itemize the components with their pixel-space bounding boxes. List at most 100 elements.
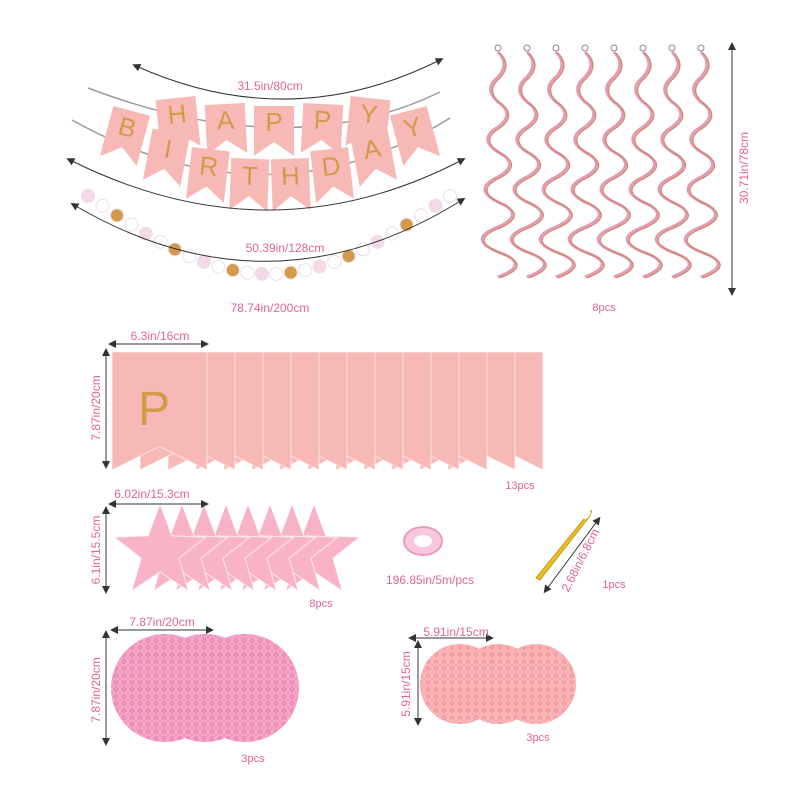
- happy-flag-2: P: [254, 106, 294, 156]
- swirl-2: [538, 44, 576, 279]
- birthday-flag-1: I: [142, 128, 190, 187]
- ribbon-roll-hole: [414, 535, 432, 547]
- star-width-label: 6.02in/15.3cm: [114, 487, 189, 501]
- honeycomb-small-ball-texture: [420, 644, 500, 724]
- birthday-flag-4-letter: H: [280, 160, 300, 191]
- swirl-hook-icon: [581, 44, 589, 52]
- garland-dot: [254, 266, 269, 281]
- birthday-length-label: 50.39in/128cm: [246, 241, 325, 255]
- swirl-3: [567, 44, 605, 279]
- birthday-flag-3-letter: T: [241, 160, 258, 191]
- birthday-flag-0-shape: [99, 105, 151, 167]
- stars: [112, 502, 362, 592]
- flag-pennant: [111, 351, 208, 471]
- swirl-ribbon: [625, 50, 662, 279]
- garland-dot: [211, 259, 226, 274]
- swirl-ribbon: [596, 50, 633, 279]
- swirl-4: [596, 44, 634, 279]
- swirls: [480, 44, 721, 279]
- swirl-0: [480, 44, 518, 279]
- birthday-flag-6-shape: [350, 128, 398, 187]
- dot-garland: [81, 189, 457, 281]
- swirl-hook-icon: [494, 44, 502, 52]
- flags: [111, 351, 544, 471]
- swirl-ribbon: [509, 50, 546, 279]
- swirl-hook-icon: [523, 44, 531, 52]
- star-cutout: [112, 502, 208, 592]
- honeycomb-large-ball: [111, 634, 219, 742]
- birthday-flag-7: Y: [389, 105, 441, 167]
- happy-flag-0-letter: H: [166, 98, 188, 130]
- garland-length-label: 78.74in/200cm: [231, 301, 310, 315]
- flag-width-label: 6.3in/16cm: [131, 329, 190, 343]
- swirl-ribbon-edge: [512, 52, 547, 279]
- swirl-hook-icon: [552, 44, 560, 52]
- swirl-1: [509, 44, 547, 279]
- large-ball-height-label: 7.87in/20cm: [89, 657, 103, 722]
- swirl-7: [683, 44, 721, 279]
- garland-dot: [196, 254, 211, 269]
- small-ball-count-label: 3pcs: [526, 732, 550, 744]
- garland-dot: [109, 208, 124, 223]
- ribbon-length-label: 196.85in/5m/pcs: [386, 573, 474, 587]
- garland-length-arc: [70, 197, 466, 262]
- swirls-count-label: 8pcs: [592, 302, 616, 314]
- honeycomb-small-balls: [420, 644, 576, 724]
- garland-dot: [428, 198, 443, 213]
- small-honeycomb-group: 5.91in/15cm 5.91in/15cm 3pcs: [399, 625, 576, 744]
- garland-dot: [414, 208, 429, 223]
- ribbon-group: 196.85in/5m/pcs: [386, 526, 474, 587]
- needle-length-label: 2.68in/6.8cm: [559, 526, 603, 594]
- garland-dot: [298, 263, 313, 278]
- garland-dot: [341, 249, 356, 264]
- large-ball-count-label: 3pcs: [241, 753, 265, 765]
- honeycomb-large-balls: [111, 634, 299, 742]
- happy-flag-1-letter: A: [216, 105, 236, 136]
- happy-length-label: 31.5in/80cm: [237, 79, 302, 93]
- birthday-flag-6-letter: A: [361, 132, 384, 165]
- swirl-ribbon: [480, 50, 517, 279]
- happy-flag-3: P: [300, 102, 344, 156]
- needle-length-dim: [543, 516, 601, 594]
- birthday-flag-2: R: [186, 147, 230, 204]
- happy-flag-3-shape: [300, 102, 344, 156]
- letter-flags-group: P 6.3in/16cm 7.87in/20cm 13pcs: [89, 329, 544, 492]
- swirl-ribbon: [683, 50, 720, 279]
- swirl-hook-icon: [697, 44, 705, 52]
- happy-length-arc: [132, 58, 444, 100]
- swirl-ribbon: [654, 50, 691, 279]
- happy-flag-1: A: [204, 102, 248, 156]
- garland-dot: [269, 266, 284, 281]
- swirl-hook-icon: [639, 44, 647, 52]
- stars-group: 6.02in/15.3cm 6.1in/15.5cm 8pcs: [89, 487, 362, 610]
- flag-letter: P: [138, 383, 170, 436]
- garland-dot: [356, 242, 371, 257]
- happy-flag-3-letter: P: [313, 105, 332, 136]
- happy-flag-1-shape: [204, 102, 248, 156]
- swirls-height-label: 30.71in/78cm: [737, 132, 751, 204]
- birthday-flag-6: A: [350, 128, 398, 187]
- swirl-hook-icon: [610, 44, 618, 52]
- birthday-flag-7-shape: [389, 105, 441, 167]
- birthday-flag-5: D: [310, 147, 354, 204]
- needle-group: 2.68in/6.8cm 1pcs: [535, 510, 626, 594]
- star-height-label: 6.1in/15.5cm: [89, 516, 103, 585]
- swirl-hook-icon: [668, 44, 676, 52]
- hanging-swirls-group: 30.71in/78cm 8pcs: [480, 42, 751, 314]
- birthday-flag-4: H: [270, 158, 311, 212]
- large-ball-width-label: 7.87in/20cm: [129, 615, 194, 629]
- needle-count-label: 1pcs: [602, 579, 626, 591]
- small-ball-width-label: 5.91in/15cm: [423, 625, 488, 639]
- garland-dot: [81, 189, 95, 203]
- small-ball-height-label: 5.91in/15cm: [399, 651, 413, 716]
- swirl-ribbon: [538, 50, 575, 279]
- large-honeycomb-group: 7.87in/20cm 7.87in/20cm 3pcs: [89, 615, 299, 765]
- garland-dot: [124, 217, 139, 232]
- garland-dot: [327, 254, 342, 269]
- garland-dot: [225, 263, 240, 278]
- happy-flag-4-letter: Y: [359, 98, 379, 130]
- swirl-6: [654, 44, 692, 279]
- birthday-flag-2-letter: R: [198, 150, 220, 182]
